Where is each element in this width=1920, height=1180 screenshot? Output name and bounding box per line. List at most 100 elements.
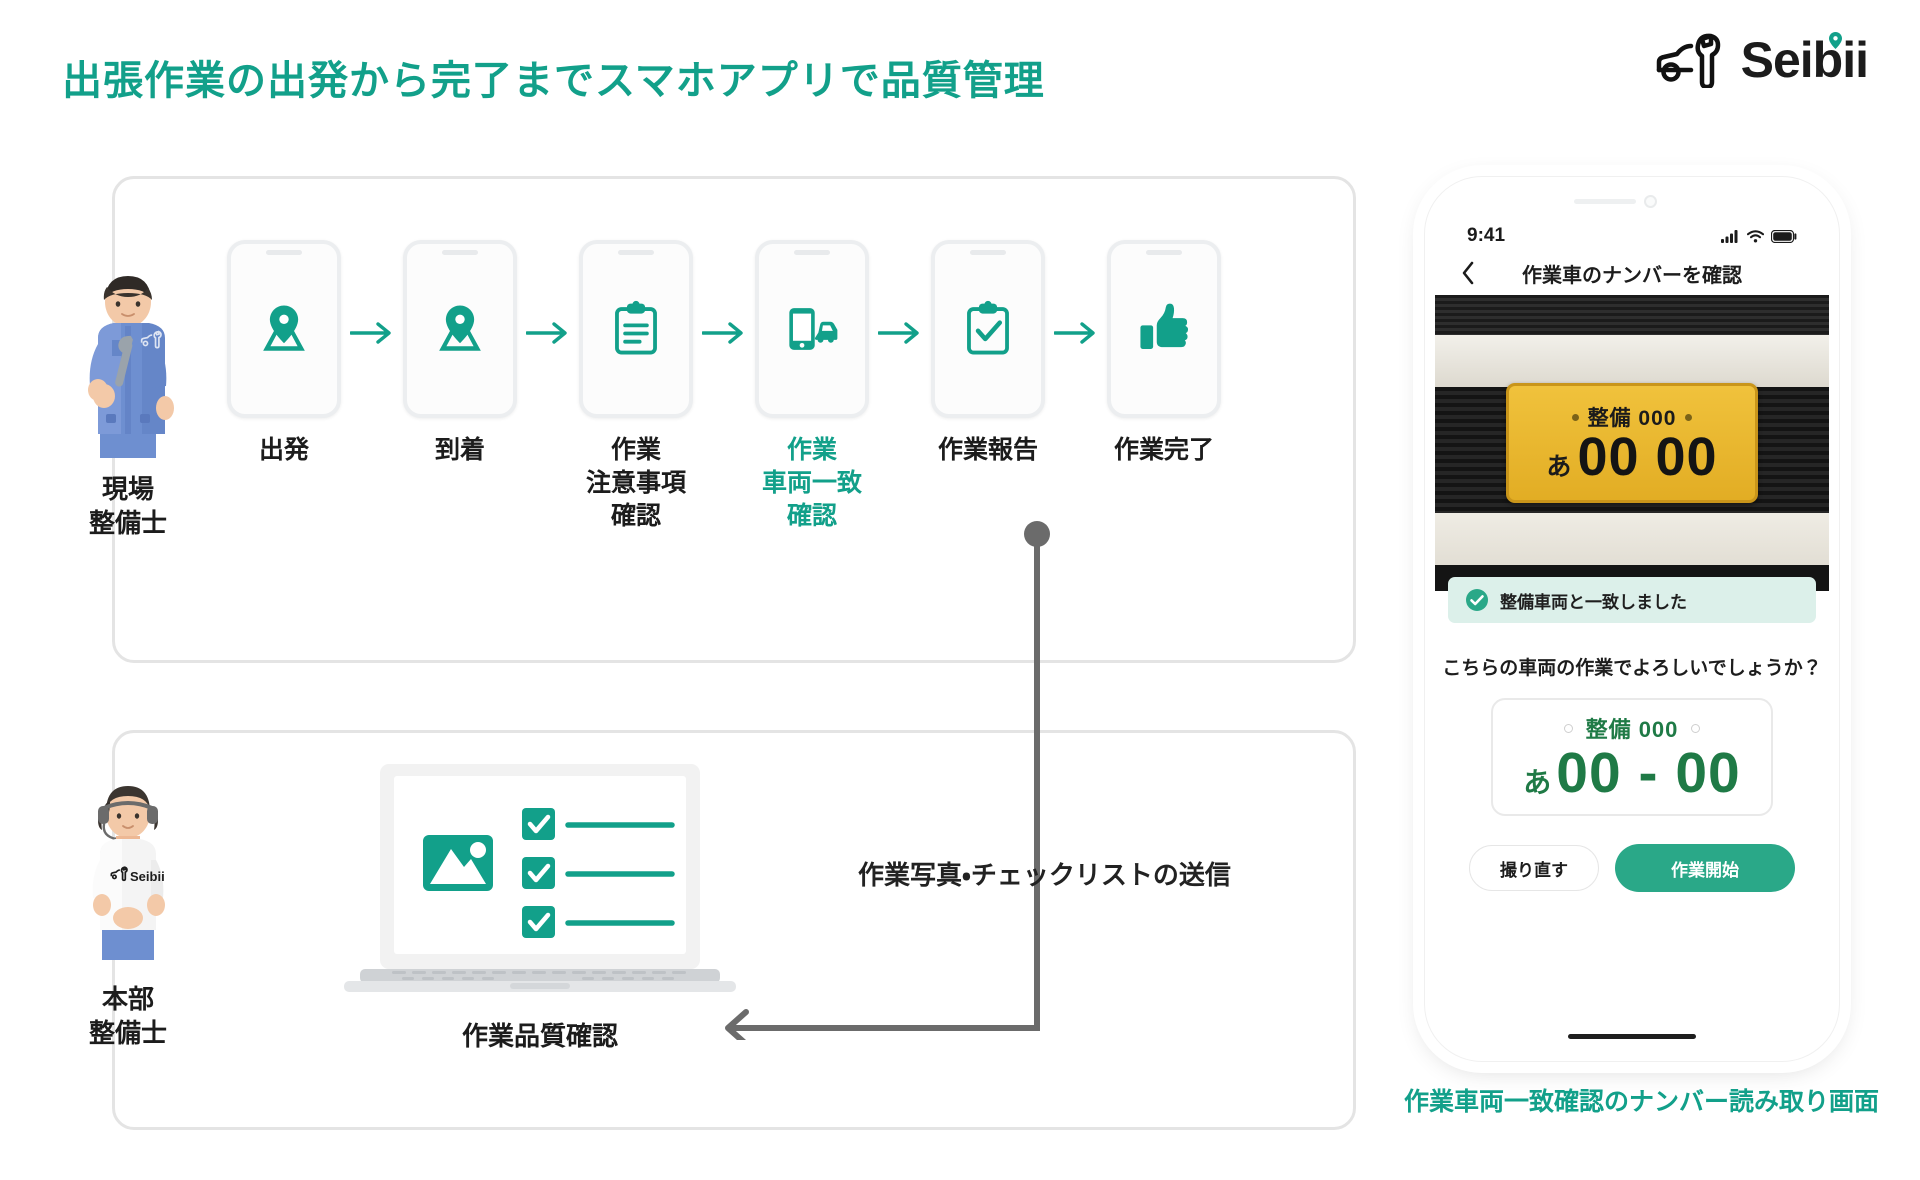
arrow-right-icon	[702, 322, 743, 344]
flow-arrow	[522, 240, 574, 426]
flow-step-label: 作業 車両一致 確認	[761, 436, 862, 530]
status-icons	[1721, 229, 1797, 243]
arrow-right-icon	[350, 322, 391, 344]
hq-process-panel	[112, 730, 1356, 1130]
plate-bolt-icon	[1685, 413, 1693, 421]
captured-license-plate: 整備 000 あ 00 00	[1506, 383, 1758, 503]
actor-hq-mechanic: Seibii 本部 整備士	[48, 778, 208, 1051]
flow-step-work-complete[interactable]: 作業完了	[1102, 240, 1226, 467]
registered-plate-number: 00 - 00	[1556, 741, 1741, 805]
check-circle-icon	[1466, 589, 1488, 611]
arrow-right-icon	[1054, 322, 1095, 344]
flow-step-departure[interactable]: 出発	[222, 240, 346, 467]
flow-step-label: 到着	[434, 436, 485, 464]
battery-full-icon	[1771, 229, 1797, 243]
phone-caption: 作業車両一致確認のナンバー読み取り画面	[1404, 1088, 1880, 1116]
actor-hq-mechanic-label: 本部 整備士	[88, 984, 167, 1048]
phone-mockup: 9:41	[1424, 176, 1840, 1062]
car-grille-top	[1435, 295, 1829, 335]
location-pin-dot-icon	[1828, 32, 1842, 49]
clipboard-list-icon	[615, 300, 657, 355]
flow-step-precautions[interactable]: 作業 注意事項 確認	[574, 240, 698, 533]
match-banner-text: 整備車両と一致しました	[1500, 592, 1687, 612]
plate-kana: あ	[1546, 453, 1572, 481]
retake-button[interactable]: 撮り直す	[1469, 845, 1599, 891]
arrow-right-icon	[526, 322, 567, 344]
phone-card	[755, 240, 869, 418]
field-mechanic-avatar	[88, 276, 174, 458]
status-bar: 9:41	[1435, 221, 1829, 251]
car-body-upper	[1435, 335, 1829, 387]
phone-card	[931, 240, 1045, 418]
wifi-icon	[1747, 229, 1764, 242]
arrow-left-icon	[725, 1009, 749, 1040]
phone-card	[403, 240, 517, 418]
process-flow-row: 出発 到着	[222, 240, 1226, 533]
svg-text:Seibii: Seibii	[130, 869, 165, 884]
earpiece-speaker-icon	[1574, 199, 1636, 204]
flow-step-label: 作業完了	[1113, 436, 1214, 464]
brand-logo: Seibii	[1655, 32, 1869, 88]
registered-plate-kana: あ	[1523, 767, 1552, 798]
laptop-caption: 作業品質確認	[461, 1021, 618, 1051]
plate-region-class: 整備 000	[1587, 407, 1677, 430]
registered-plate-region-row: 整備 000	[1563, 712, 1701, 744]
match-success-banner: 整備車両と一致しました	[1448, 577, 1816, 623]
phone-card	[1107, 240, 1221, 418]
phone-notch	[1435, 187, 1829, 221]
app-nav-title: 作業車のナンバーを確認	[1522, 264, 1742, 287]
chevron-left-icon[interactable]	[1461, 261, 1475, 285]
flow-arrow	[1050, 240, 1102, 426]
plate-hole-icon	[1691, 723, 1701, 733]
laptop-block: 作業品質確認	[330, 762, 750, 1053]
car-body-lower	[1435, 513, 1829, 565]
page-title: 出張作業の出発から完了までスマホアプリで品質管理	[62, 59, 1045, 103]
confirm-question: こちらの車両の作業でよろしいでしょうか？	[1442, 658, 1822, 679]
plate-hole-icon	[1563, 723, 1573, 733]
plate-region-row: 整備 000	[1571, 402, 1693, 432]
actor-field-mechanic: 現場 整備士	[48, 268, 208, 541]
flow-step-arrival[interactable]: 到着	[398, 240, 522, 467]
headquarters-mechanic-avatar: Seibii	[92, 786, 165, 960]
laptop-quality-check-illustration	[344, 764, 736, 992]
clipboard-check-icon	[967, 300, 1009, 355]
flow-arrow	[698, 240, 750, 426]
home-indicator[interactable]	[1568, 1034, 1696, 1039]
plate-number-row: あ 00 00	[1546, 430, 1717, 484]
app-nav-bar: 作業車のナンバーを確認	[1435, 251, 1829, 295]
map-pin-icon	[263, 305, 305, 351]
image-placeholder-icon	[423, 835, 493, 891]
actor-field-mechanic-label: 現場 整備士	[88, 474, 167, 538]
registered-plate-region-class: 整備 000	[1585, 717, 1679, 742]
registered-license-plate: 整備 000 あ 00 - 00	[1491, 698, 1773, 816]
phone-car-icon	[789, 308, 838, 350]
registered-plate-number-row: あ 00 - 00	[1523, 745, 1740, 802]
signal-bars-icon	[1721, 230, 1738, 243]
flow-step-work-report[interactable]: 作業報告	[926, 240, 1050, 467]
status-time: 9:41	[1467, 225, 1506, 246]
plate-number: 00 00	[1577, 427, 1718, 487]
car-wrench-logo-icon	[1656, 33, 1720, 88]
connector-note: 作業写真・チェックリストの送信	[858, 860, 1231, 890]
data-flow-connector	[725, 521, 1050, 1040]
plate-bolt-icon	[1571, 413, 1579, 421]
flow-step-label: 出発	[258, 436, 309, 464]
flow-step-vehicle-match[interactable]: 作業 車両一致 確認	[750, 240, 874, 533]
flow-arrow	[346, 240, 398, 426]
flow-arrow	[874, 240, 926, 426]
flow-step-label: 作業報告	[937, 436, 1038, 464]
phone-action-bar: 撮り直す 作業開始	[1435, 844, 1829, 892]
brand-name-text: Seibii	[1740, 32, 1869, 88]
arrow-right-icon	[878, 322, 919, 344]
phone-screen: 9:41	[1435, 187, 1829, 1051]
checklist-rows	[522, 808, 675, 938]
brand-name: Seibii	[1740, 32, 1869, 88]
phone-card	[227, 240, 341, 418]
phone-card	[579, 240, 693, 418]
thumbs-up-icon	[1140, 303, 1189, 349]
camera-preview[interactable]: 整備 000 あ 00 00	[1435, 295, 1829, 591]
flow-step-label: 作業 注意事項 確認	[585, 436, 686, 530]
start-work-button[interactable]: 作業開始	[1615, 844, 1795, 892]
map-pin-icon	[439, 305, 481, 351]
front-camera-icon	[1644, 195, 1657, 208]
